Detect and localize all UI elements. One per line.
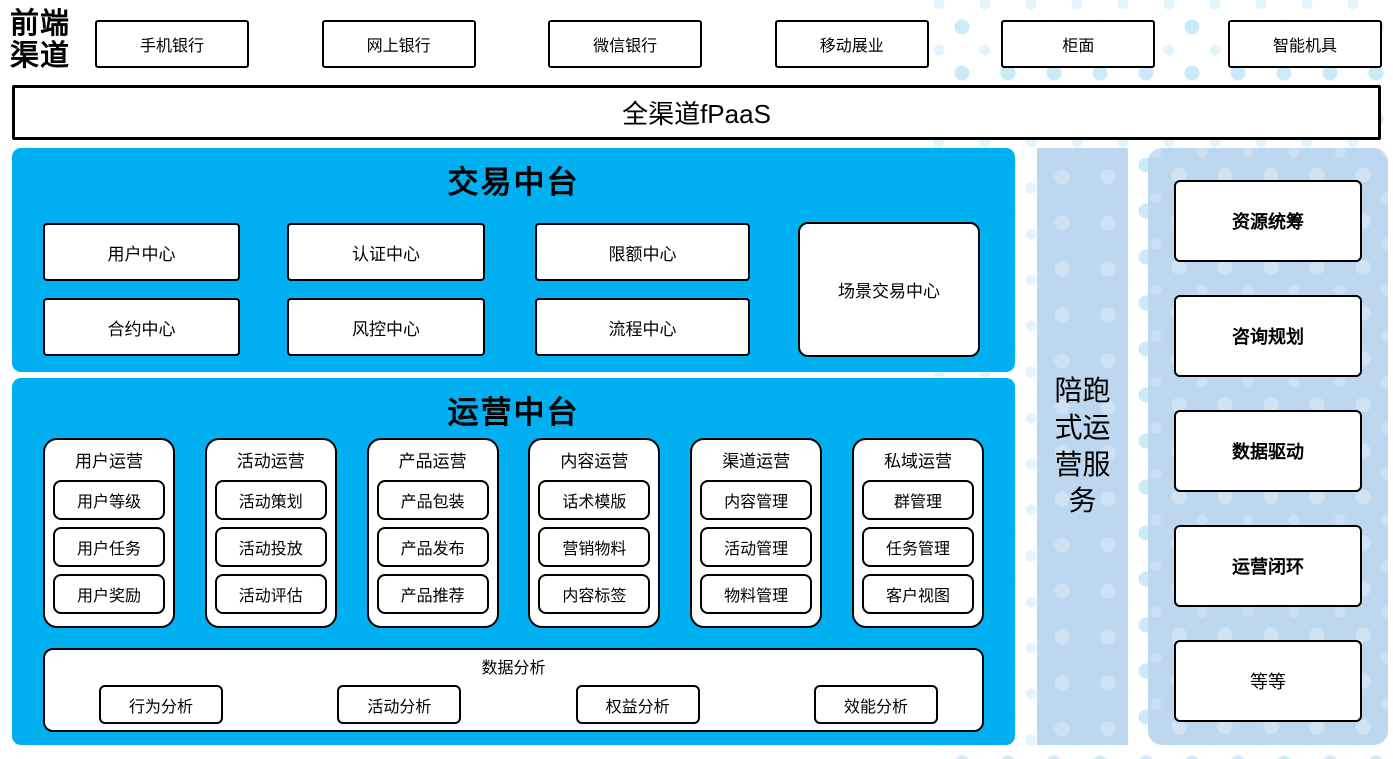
operation-item: 话术模版 [538, 480, 651, 520]
operation-item: 活动策划 [214, 480, 327, 520]
operation-platform-title: 运营中台 [447, 395, 580, 430]
risk-center-box: 风控中心 [287, 298, 485, 356]
operation-columns: 用户运营 用户等级 用户任务 用户奖励 活动运营 活动策划 活动投放 活动评估 … [43, 438, 984, 628]
column-items: 话术模版 营销物料 内容标签 [538, 480, 651, 618]
analysis-item-efficiency: 效能分析 [813, 685, 938, 724]
operation-item: 活动投放 [214, 527, 327, 567]
operation-column-private-domain: 私域运营 群管理 任务管理 客户视图 [851, 438, 984, 628]
operation-item: 产品发布 [376, 527, 489, 567]
omnichannel-fpaas-bar: 全渠道fPaaS [12, 85, 1381, 140]
operation-item: 活动管理 [700, 527, 813, 567]
column-title: 产品运营 [398, 452, 467, 471]
user-center-box: 用户中心 [43, 223, 240, 281]
operation-item: 客户视图 [861, 574, 974, 614]
process-center-box: 流程中心 [535, 298, 750, 356]
data-analysis-box: 数据分析 行为分析 活动分析 权益分析 效能分析 [43, 648, 984, 732]
service-item-operation-loop: 运营闭环 [1174, 525, 1362, 607]
contract-center-box: 合约中心 [43, 298, 240, 356]
operation-column-product: 产品运营 产品包装 产品发布 产品推荐 [366, 438, 499, 628]
channel-mobile-marketing: 移动展业 [774, 20, 929, 68]
accompanying-service-label: 陪跑式运营服务 [1054, 374, 1111, 517]
trade-middle-platform-section: 交易中台 用户中心 认证中心 限额中心 合约中心 风控中心 流程中心 场景交易中… [12, 148, 1015, 372]
data-analysis-items: 行为分析 活动分析 权益分析 效能分析 [45, 678, 982, 724]
operation-item: 活动评估 [214, 574, 327, 614]
operation-middle-platform-section: 运营中台 用户运营 用户等级 用户任务 用户奖励 活动运营 活动策划 活动投放 … [12, 378, 1015, 745]
trade-platform-title: 交易中台 [447, 165, 580, 200]
operation-item: 任务管理 [861, 527, 974, 567]
column-items: 群管理 任务管理 客户视图 [861, 480, 974, 618]
operation-item: 物料管理 [700, 574, 813, 614]
operation-column-content: 内容运营 话术模版 营销物料 内容标签 [528, 438, 661, 628]
operation-item: 内容标签 [538, 574, 651, 614]
operation-item: 用户任务 [53, 527, 165, 567]
service-item-etc: 等等 [1174, 640, 1362, 722]
auth-center-box: 认证中心 [287, 223, 485, 281]
limit-center-box: 限额中心 [535, 223, 750, 281]
operation-item: 产品包装 [376, 480, 489, 520]
channel-counter: 柜面 [1001, 20, 1156, 68]
data-analysis-title: 数据分析 [481, 660, 546, 677]
operation-item: 群管理 [861, 480, 974, 520]
scene-trade-center-box: 场景交易中心 [798, 222, 980, 357]
column-title: 用户运营 [75, 452, 143, 471]
analysis-item-activity: 活动分析 [337, 685, 462, 724]
column-title: 活动运营 [236, 452, 305, 471]
analysis-item-rights: 权益分析 [575, 685, 700, 724]
column-title: 内容运营 [560, 452, 629, 471]
channel-mobile-banking: 手机银行 [95, 20, 249, 68]
channel-smart-devices: 智能机具 [1227, 20, 1382, 68]
column-items: 内容管理 活动管理 物料管理 [700, 480, 813, 618]
column-title: 渠道运营 [722, 452, 791, 471]
channel-online-banking: 网上银行 [321, 20, 476, 68]
column-title: 私域运营 [883, 452, 952, 471]
column-items: 产品包装 产品发布 产品推荐 [376, 480, 489, 618]
operation-item: 产品推荐 [376, 574, 489, 614]
analysis-item-behavior: 行为分析 [99, 685, 223, 724]
operation-column-user: 用户运营 用户等级 用户任务 用户奖励 [43, 438, 175, 628]
service-item-data-driven: 数据驱动 [1174, 410, 1362, 492]
accompanying-operation-service-bar: 陪跑式运营服务 [1037, 148, 1128, 745]
front-channels-row: 手机银行 网上银行 微信银行 移动展业 柜面 智能机具 [95, 20, 1382, 68]
operation-column-channel: 渠道运营 内容管理 活动管理 物料管理 [690, 438, 823, 628]
operation-item: 用户奖励 [53, 574, 165, 614]
front-channels-label: 前端渠道 [10, 8, 71, 73]
service-panel: 资源统筹 咨询规划 数据驱动 运营闭环 等等 [1148, 148, 1388, 745]
operation-item: 内容管理 [700, 480, 813, 520]
service-item-consulting-planning: 咨询规划 [1174, 295, 1362, 377]
operation-item: 用户等级 [53, 480, 165, 520]
column-items: 活动策划 活动投放 活动评估 [214, 480, 327, 618]
column-items: 用户等级 用户任务 用户奖励 [53, 480, 165, 618]
operation-item: 营销物料 [538, 527, 651, 567]
operation-column-activity: 活动运营 活动策划 活动投放 活动评估 [204, 438, 337, 628]
channel-wechat-banking: 微信银行 [548, 20, 703, 68]
service-item-resource-planning: 资源统筹 [1174, 180, 1362, 262]
